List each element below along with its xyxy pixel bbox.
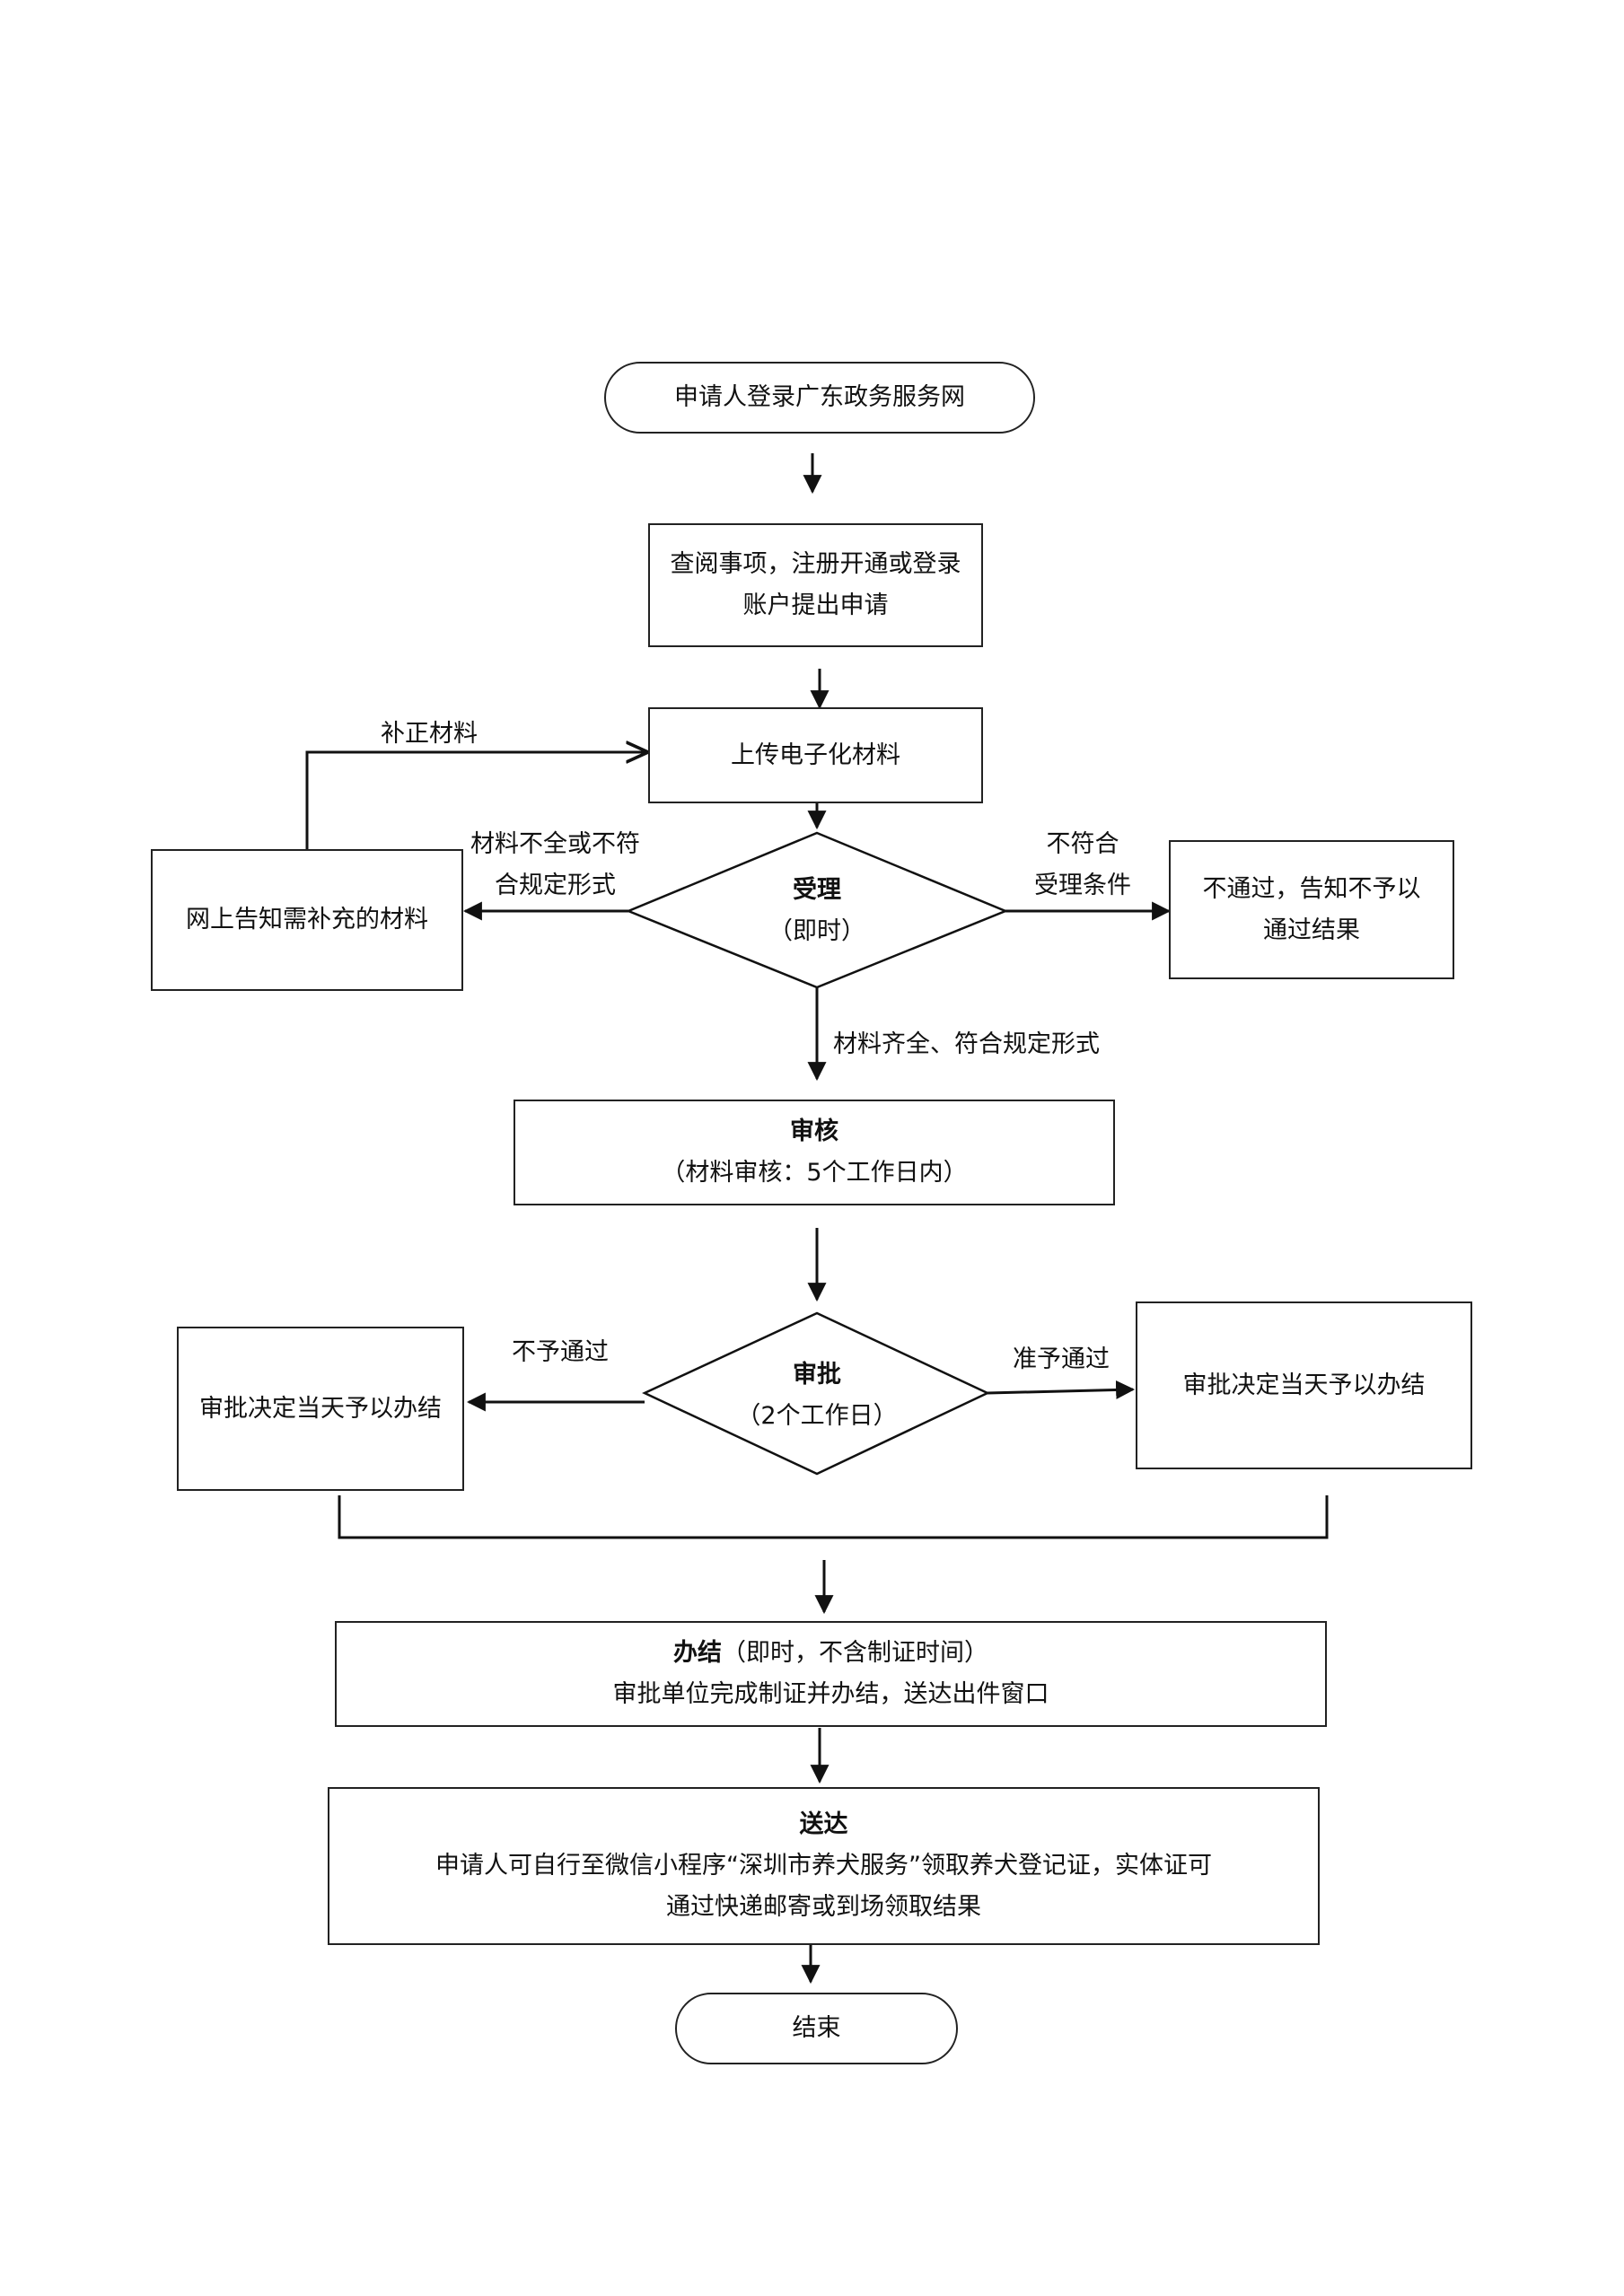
arrow-supplement-loop <box>305 752 648 849</box>
label-not-meet: 不符合 受理条件 <box>1034 824 1131 907</box>
deliver-title: 送达 <box>799 1810 848 1838</box>
deliver-line1: 申请人可自行至微信小程序“深圳市养犬服务”领取养犬登记证，实体证可 <box>435 1852 1212 1880</box>
apply-node: 查阅事项，注册开通或登录 账户提出申请 <box>648 523 983 647</box>
notify-supplement-label: 网上告知需补充的材料 <box>186 906 428 933</box>
reject-line1: 不通过，告知不予以 <box>1202 874 1421 903</box>
deliver-line2: 通过快递邮寄或到场领取结果 <box>666 1893 981 1921</box>
end-node: 结束 <box>675 1993 958 2064</box>
deliver-node: 送达 申请人可自行至微信小程序“深圳市养犬服务”领取养犬登记证，实体证可 通过快… <box>328 1787 1320 1945</box>
accept-sub: （即时） <box>768 917 865 945</box>
complete-line1: 办结（即时，不含制证时间） <box>673 1633 988 1674</box>
review-sub: （材料审核：5个工作日内） <box>661 1159 968 1187</box>
approve-diamond <box>642 1311 990 1476</box>
label-approved: 准予通过 <box>1013 1345 1110 1373</box>
start-node: 申请人登录广东政务服务网 <box>604 362 1035 434</box>
end-label: 结束 <box>792 2014 841 2042</box>
accept-diamond <box>625 831 1009 989</box>
accept-diamond-text: 受理 （即时） <box>709 866 925 956</box>
approve-title: 审批 <box>793 1361 841 1389</box>
accept-title: 受理 <box>793 876 841 904</box>
upload-label: 上传电子化材料 <box>731 741 900 769</box>
approve-diamond-text: 审批 （2个工作日） <box>709 1351 925 1441</box>
complete-title: 办结 <box>673 1639 722 1667</box>
start-label: 申请人登录广东政务服务网 <box>674 383 965 411</box>
reject-line2: 通过结果 <box>1263 916 1360 944</box>
apply-line2: 账户提出申请 <box>742 592 889 619</box>
label-supplement: 补正材料 <box>381 720 478 748</box>
review-node: 审核 （材料审核：5个工作日内） <box>514 1100 1115 1205</box>
merge-bracket <box>338 1495 1329 1539</box>
decision-right-node: 审批决定当天予以办结 <box>1136 1301 1472 1469</box>
label-incomplete-line1: 材料不全或不符 <box>470 830 640 858</box>
label-not-approved: 不予通过 <box>512 1338 609 1366</box>
label-incomplete-line2: 合规定形式 <box>495 872 616 899</box>
decision-right-label: 审批决定当天予以办结 <box>1182 1371 1426 1399</box>
label-not-meet-line1: 不符合 <box>1046 830 1119 858</box>
complete-title-sub: （即时，不含制证时间） <box>722 1639 988 1667</box>
approve-sub: （2个工作日） <box>736 1402 898 1430</box>
apply-line1: 查阅事项，注册开通或登录 <box>670 550 961 578</box>
notify-supplement-node: 网上告知需补充的材料 <box>151 849 463 991</box>
decision-left-label: 审批决定当天予以办结 <box>199 1394 442 1423</box>
upload-node: 上传电子化材料 <box>648 707 983 803</box>
label-not-meet-line2: 受理条件 <box>1034 872 1131 899</box>
decision-left-node: 审批决定当天予以办结 <box>177 1327 464 1491</box>
reject-node: 不通过，告知不予以 通过结果 <box>1169 840 1454 979</box>
label-complete-materials: 材料齐全、符合规定形式 <box>833 1030 1100 1058</box>
label-incomplete: 材料不全或不符 合规定形式 <box>470 824 640 907</box>
review-title: 审核 <box>790 1117 838 1145</box>
arrow-approve-to-right <box>987 1380 1136 1399</box>
complete-node: 办结（即时，不含制证时间） 审批单位完成制证并办结，送达出件窗口 <box>335 1621 1327 1727</box>
complete-line2: 审批单位完成制证并办结，送达出件窗口 <box>612 1680 1049 1708</box>
